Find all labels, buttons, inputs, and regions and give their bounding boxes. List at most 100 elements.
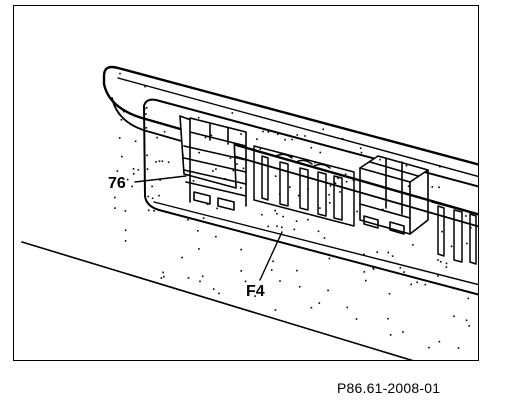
relay-76	[179, 115, 247, 211]
speckle-dot	[163, 275, 165, 278]
speckle-dot	[231, 112, 234, 114]
speckle-dot	[202, 217, 205, 219]
speckle-dot	[119, 72, 121, 75]
speckle-dot	[132, 168, 135, 170]
speckle-dot	[441, 230, 443, 233]
speckle-dot	[192, 180, 195, 182]
speckle-dot	[410, 283, 412, 286]
speckle-dot	[365, 279, 367, 282]
tray-bottom-inner	[153, 201, 478, 286]
speckle-dot	[212, 170, 214, 172]
speckle-dot	[147, 195, 150, 198]
speckle-dot	[318, 302, 321, 304]
speckle-dot	[467, 297, 470, 300]
speckle-dot	[215, 168, 217, 170]
speckle-dot	[261, 213, 263, 216]
speckle-dot	[310, 146, 313, 149]
speckle-dot	[240, 133, 242, 135]
speckle-dot	[145, 107, 148, 109]
speckle-dot	[450, 245, 453, 248]
speckle-dot	[132, 173, 135, 175]
speckle-dot	[359, 147, 362, 149]
speckle-dot	[163, 130, 166, 133]
speckle-dot	[363, 253, 365, 256]
speckle-dot	[198, 248, 200, 250]
speckle-dot	[346, 306, 349, 309]
base-line	[21, 241, 414, 360]
speckle-dot	[290, 155, 293, 158]
speckle-dot	[468, 325, 470, 327]
speckle-dot	[114, 196, 116, 199]
speckle-dot	[229, 157, 232, 159]
speckle-dot	[124, 210, 127, 212]
speckle-dot	[327, 289, 329, 292]
speckle-dot	[236, 163, 238, 165]
speckle-dot	[352, 179, 355, 182]
speckle-dot	[270, 269, 273, 271]
speckle-dot	[465, 215, 467, 217]
tray-outline	[143, 98, 478, 188]
speckle-dot	[438, 340, 441, 343]
speckle-dot	[259, 148, 262, 150]
speckle-dot	[407, 185, 410, 188]
speckle-dot	[137, 169, 140, 171]
speckle-dot	[121, 155, 123, 158]
speckle-dot	[198, 151, 200, 154]
speckle-dot	[372, 268, 375, 270]
speckle-dot	[218, 292, 220, 295]
speckle-dot	[376, 251, 378, 253]
speckle-dot	[314, 161, 316, 164]
speckle-dot	[162, 271, 164, 274]
speckle-dot	[167, 161, 170, 163]
speckle-dot	[341, 137, 344, 140]
speckle-dot	[279, 280, 281, 282]
fuse-box-drawing	[21, 65, 478, 360]
technical-drawing-frame: 76 F4	[13, 5, 479, 361]
speckle-dot	[431, 186, 434, 188]
speckle-dot	[403, 271, 405, 273]
speckle-dot	[279, 193, 281, 195]
speckle-dot	[116, 170, 119, 172]
housing-rim	[117, 77, 478, 178]
speckle-dot	[151, 197, 154, 200]
speckle-dot	[204, 136, 207, 139]
speckle-dot	[379, 158, 381, 161]
speckle-dot	[114, 207, 116, 209]
speckle-dot	[310, 306, 313, 309]
surface-texture	[114, 72, 472, 349]
speckle-dot	[439, 165, 441, 168]
speckle-dot	[470, 226, 472, 229]
speckle-dot	[363, 271, 366, 273]
speckle-dot	[277, 133, 279, 136]
reference-code: P86.61-2008-01	[337, 380, 441, 396]
speckle-dot	[274, 209, 276, 212]
speckle-dot	[296, 134, 299, 136]
speckle-dot	[304, 135, 306, 137]
speckle-dot	[187, 277, 190, 279]
speckle-dot	[126, 178, 129, 181]
speckle-dot	[160, 277, 163, 279]
speckle-dot	[445, 266, 448, 268]
speckle-dot	[465, 319, 468, 322]
speckle-dot	[282, 215, 284, 218]
speckle-dot	[240, 187, 242, 189]
callout-f4: F4	[246, 283, 265, 300]
speckle-dot	[144, 85, 146, 88]
speckle-dot	[424, 283, 427, 286]
speckle-dot	[159, 179, 161, 181]
speckle-dot	[428, 346, 430, 349]
speckle-dot	[339, 191, 341, 193]
speckle-dot	[197, 116, 200, 119]
speckle-dot	[333, 180, 335, 183]
speckle-dot	[319, 207, 321, 209]
speckle-dot	[437, 275, 439, 277]
speckle-dot	[161, 160, 164, 162]
speckle-dot	[334, 182, 337, 185]
speckle-dot	[187, 219, 189, 221]
speckle-dot	[387, 251, 390, 254]
speckle-dot	[402, 331, 404, 333]
speckle-dot	[210, 134, 213, 137]
speckle-dot	[254, 295, 256, 297]
speckle-dot	[156, 136, 158, 139]
fuse-group-center	[253, 145, 355, 227]
